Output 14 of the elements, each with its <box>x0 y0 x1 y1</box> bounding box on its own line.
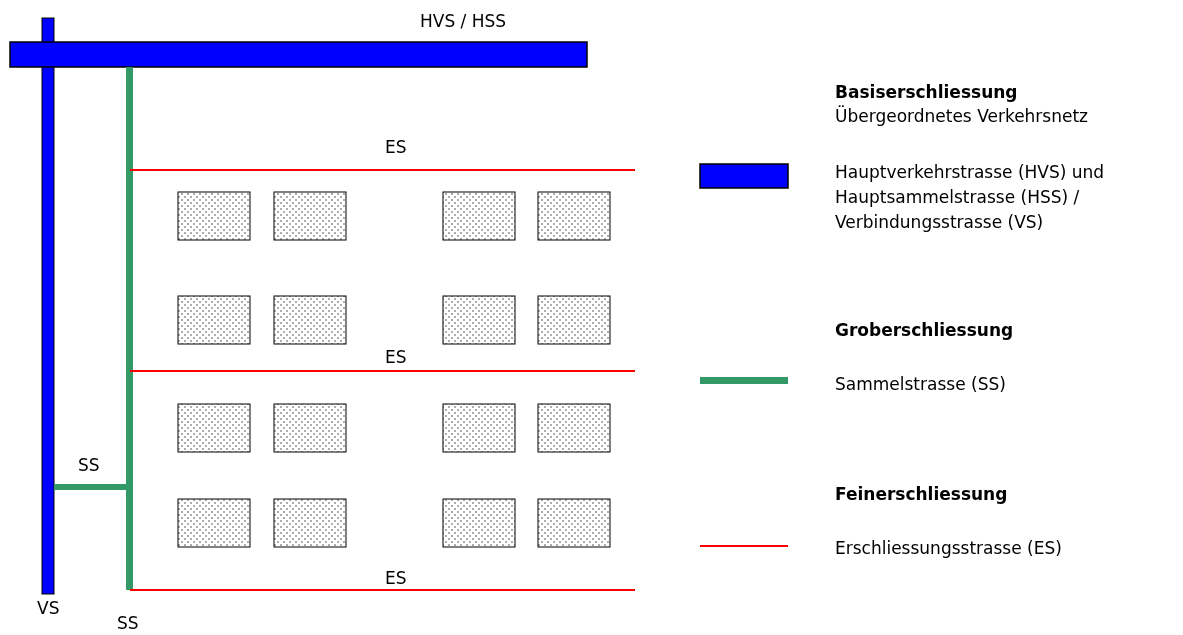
legend-text: Sammelstrasse (SS) <box>835 373 1007 396</box>
road-label: SS <box>78 454 100 476</box>
legend-text: Erschliessungsstrasse (ES) <box>835 537 1063 560</box>
road-label: HVS / HSS <box>420 10 507 32</box>
road-label: SS <box>117 612 139 634</box>
section-heading: Basiserschliessung <box>835 81 1018 103</box>
road-label: ES <box>385 136 407 158</box>
road-label: ES <box>385 567 407 589</box>
section-subtitle: Übergeordnetes Verkehrsnetz <box>835 105 1089 127</box>
section-heading: Groberschliessung <box>835 319 1014 341</box>
road-label: VS <box>37 597 60 619</box>
legend-text: Hauptverkehrstrasse (HVS) und Hauptsammelstrasse (HSS) / Verbindungsstrasse (VS) <box>835 161 1106 234</box>
section-heading: Feinerschliessung <box>835 483 1008 505</box>
road-label: ES <box>385 346 407 368</box>
